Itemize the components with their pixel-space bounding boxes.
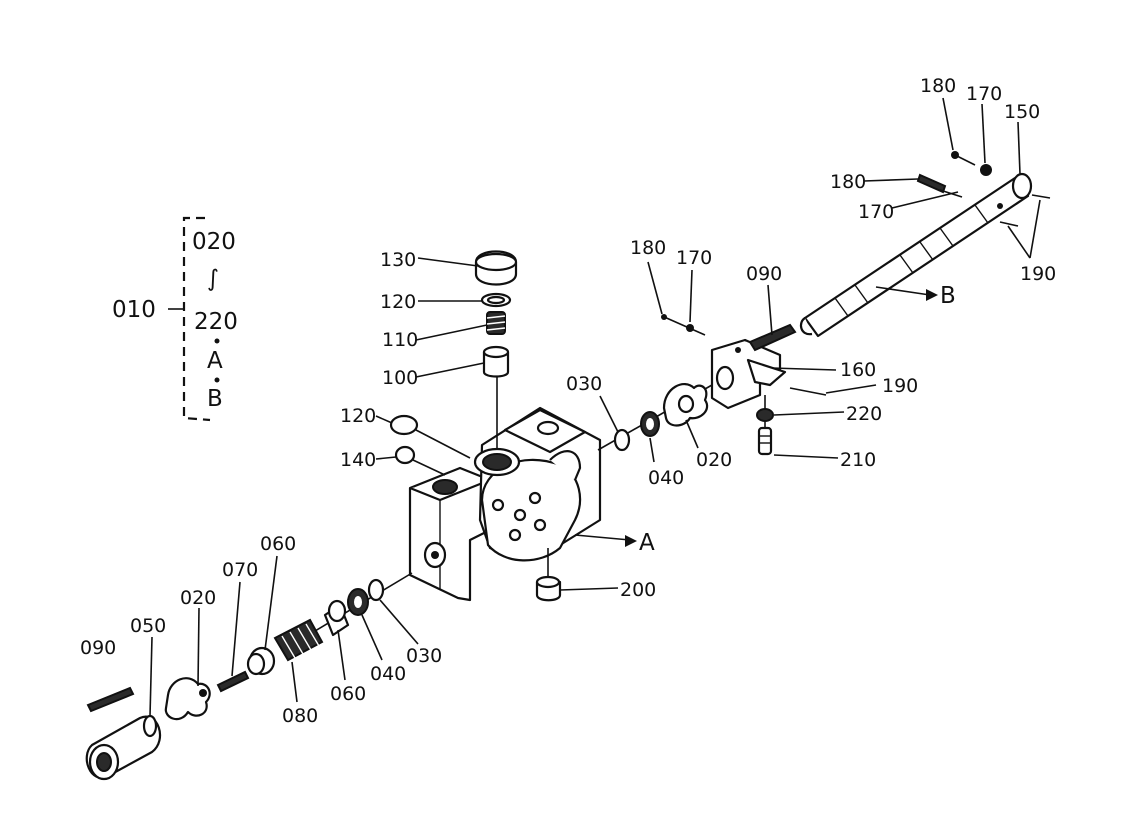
callout-130: 130 bbox=[380, 249, 416, 271]
callout-220: 220 bbox=[846, 403, 882, 425]
oring-120-left bbox=[389, 414, 419, 436]
callout-170-top: 170 bbox=[966, 83, 1002, 105]
callout-labels: 130 120 110 100 120 140 030 040 020 180 … bbox=[80, 75, 1056, 727]
oring-120-left-leader bbox=[415, 429, 471, 459]
callout-080: 080 bbox=[282, 705, 318, 727]
pin-190-mid bbox=[789, 387, 827, 396]
callout-050: 050 bbox=[130, 615, 166, 637]
poppet-100 bbox=[482, 350, 510, 378]
nut-220 bbox=[756, 408, 774, 422]
callout-030-top: 030 bbox=[566, 373, 602, 395]
pin-180-mid bbox=[661, 315, 706, 336]
lever-bracket-160 bbox=[710, 338, 787, 410]
legend-group-number: 010 bbox=[112, 297, 156, 323]
spool-shaft-b bbox=[799, 172, 1033, 338]
callout-160: 160 bbox=[840, 359, 876, 381]
legend-dot-b bbox=[214, 377, 220, 383]
callout-190-mid: 190 bbox=[882, 375, 918, 397]
callout-180-top: 180 bbox=[920, 75, 956, 97]
callout-190-right: 190 bbox=[1020, 263, 1056, 285]
arrow-b bbox=[926, 289, 938, 301]
callout-060-bot: 060 bbox=[330, 683, 366, 705]
legend-range-mark: ∫ bbox=[207, 266, 219, 292]
pin-190-right-a bbox=[1031, 194, 1051, 199]
valve-body bbox=[408, 406, 602, 602]
callout-170-mid: 170 bbox=[676, 247, 712, 269]
pin-190-right-b bbox=[999, 221, 1019, 227]
callout-100: 100 bbox=[382, 367, 418, 389]
plunger-070 bbox=[216, 670, 250, 693]
callout-020-top: 020 bbox=[696, 449, 732, 471]
callout-060-top: 060 bbox=[260, 533, 296, 555]
callout-150: 150 bbox=[1004, 101, 1040, 123]
ref-label-b: B bbox=[940, 283, 956, 309]
pin-180-top2 bbox=[916, 173, 947, 194]
callout-020-bot: 020 bbox=[180, 587, 216, 609]
bolt-090-bot bbox=[86, 686, 135, 713]
callout-120-left: 120 bbox=[340, 405, 376, 427]
legend-extra-a: A bbox=[207, 348, 223, 374]
ref-label-a: A bbox=[639, 530, 655, 556]
callout-090-bot: 090 bbox=[80, 637, 116, 659]
solenoid-050 bbox=[85, 714, 162, 781]
leader-lines bbox=[149, 97, 1041, 717]
relief-cap-stack bbox=[474, 250, 518, 448]
oring-140 bbox=[394, 445, 416, 465]
bolt-210 bbox=[757, 426, 773, 456]
oring-030-top bbox=[613, 428, 631, 452]
callout-140: 140 bbox=[340, 449, 376, 471]
callout-120-top: 120 bbox=[380, 291, 416, 313]
oring-030-bot bbox=[367, 578, 385, 602]
callout-180-mid: 180 bbox=[630, 237, 666, 259]
callout-040-top: 040 bbox=[648, 467, 684, 489]
part-range-legend: 010 020 ∫ 220 A B bbox=[112, 216, 238, 422]
callout-070: 070 bbox=[222, 559, 258, 581]
bolt-090-top bbox=[748, 323, 797, 352]
legend-bracket bbox=[182, 216, 211, 422]
legend-range-start: 020 bbox=[192, 229, 236, 255]
callout-210: 210 bbox=[840, 449, 876, 471]
legend-dot-a bbox=[214, 338, 220, 344]
oring-140-leader bbox=[412, 459, 446, 476]
callout-170-top2: 170 bbox=[858, 201, 894, 223]
callout-180-top2: 180 bbox=[830, 171, 866, 193]
callout-090-top: 090 bbox=[746, 263, 782, 285]
callout-040-bot: 040 bbox=[370, 663, 406, 685]
washer-170-top bbox=[980, 164, 992, 176]
callout-200: 200 bbox=[620, 579, 656, 601]
washer-170-mid bbox=[686, 324, 694, 332]
legend-range-end: 220 bbox=[194, 309, 238, 335]
callout-110: 110 bbox=[382, 329, 418, 351]
callout-030-bot: 030 bbox=[406, 645, 442, 667]
gasket-020-bot bbox=[164, 677, 211, 721]
legend-extra-b: B bbox=[207, 386, 223, 412]
arrow-a bbox=[625, 535, 637, 547]
